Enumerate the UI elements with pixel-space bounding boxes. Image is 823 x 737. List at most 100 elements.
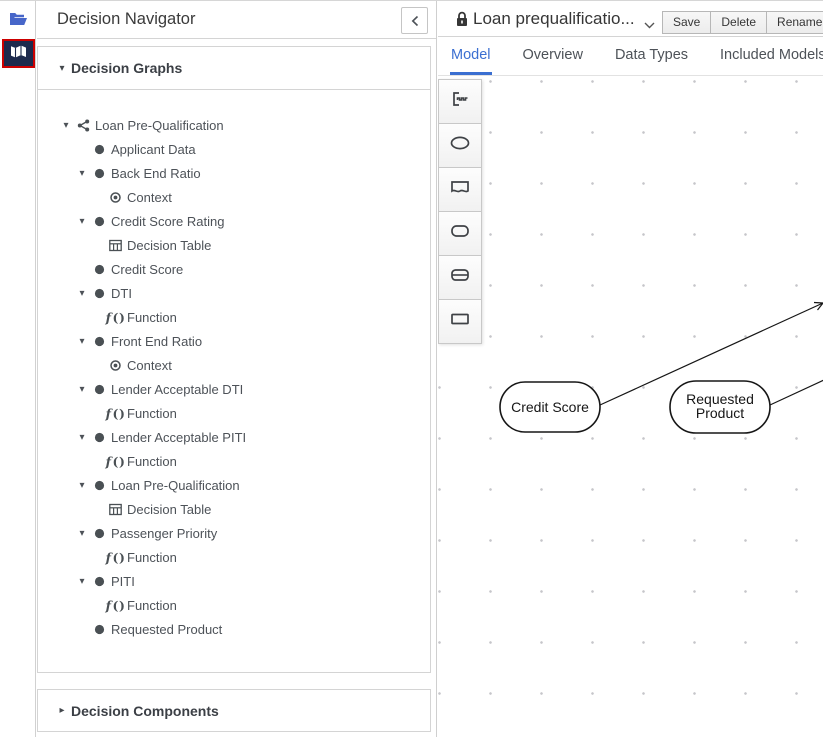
save-button[interactable]: Save [662,11,712,34]
tab-data-types[interactable]: Data Types [614,46,689,63]
palette-text-annotation-button[interactable] [438,79,482,124]
panel-title: Decision Navigator [57,10,196,28]
tree-item-label: Credit Score [111,261,184,277]
tree-item[interactable]: Context [38,353,430,377]
project-explorer-button[interactable] [0,7,36,37]
map-icon [10,44,27,64]
tree-item[interactable]: f()Function [38,449,430,473]
tree-item-label: Credit Score Rating [111,213,225,229]
asset-actions: SaveDeleteRenameCopy [662,11,823,34]
tree-item-label: Decision Table [127,501,212,517]
caret-down-icon[interactable]: ▾ [79,575,85,587]
circle-icon [93,575,106,588]
tree-item[interactable]: f()Function [38,401,430,425]
tree-item-label: PITI [111,573,135,589]
circle-icon [93,287,106,300]
circle-icon [93,479,106,492]
tree-item[interactable]: ▾ Loan Pre-Qualification [38,473,430,497]
text-annotation-icon [447,87,473,116]
editor-tabs: Model Overview Data Types Included Models [438,37,823,76]
node-requested-product[interactable]: Requested Product [669,380,771,434]
decision-navigator-button[interactable] [2,39,35,68]
knowledge-source-icon [447,175,473,204]
decision-navigator-panel: Decision Navigator ▾ Decision Graphs ▾ Lo… [37,1,437,737]
tree-item[interactable]: f()Function [38,545,430,569]
caret-down-icon[interactable]: ▾ [79,431,85,443]
decision-graphs-section-header[interactable]: ▾ Decision Graphs [37,46,431,90]
connector-credit-score[interactable] [599,301,823,406]
delete-button[interactable]: Delete [710,11,768,34]
palette-decision-button[interactable] [438,299,482,344]
chevron-down-icon[interactable] [644,16,655,34]
tab-overview[interactable]: Overview [522,46,583,63]
decision-table-icon [109,239,122,252]
tree-item-label: Applicant Data [111,141,196,157]
caret-down-icon[interactable]: ▾ [79,287,85,299]
palette-business-knowledge-model-button[interactable] [438,211,482,256]
decision-service-icon [447,263,473,292]
tree-item-label: Requested Product [111,621,223,637]
tree-item[interactable]: f()Function [38,593,430,617]
collapse-panel-button[interactable] [401,7,428,34]
node-label: Credit Score [511,399,589,415]
tree-item[interactable]: ▾ Passenger Priority [38,521,430,545]
palette-knowledge-source-button[interactable] [438,167,482,212]
palette-input-data-button[interactable] [438,123,482,168]
tree-item[interactable]: Decision Table [38,233,430,257]
tree-item[interactable]: ▾DTI [38,281,430,305]
tree-item[interactable]: ▾Loan Pre-Qualification [38,113,430,137]
circle-icon [93,383,106,396]
tab-included-models[interactable]: Included Models [720,46,823,63]
caret-down-icon[interactable]: ▾ [63,119,69,131]
circle-icon [93,143,106,156]
decision-icon [447,307,473,336]
navigator-header: Decision Navigator [37,1,436,39]
decision-components-section-header[interactable]: ▸ Decision Components [37,689,431,732]
tree-item[interactable]: ▾ Credit Score Rating [38,209,430,233]
tree-item[interactable]: Requested Product [38,617,430,641]
circle-icon [93,167,106,180]
caret-down-icon[interactable]: ▾ [79,167,85,179]
tree-item[interactable]: Applicant Data [38,137,430,161]
caret-down-icon[interactable]: ▾ [79,383,85,395]
tree-item-label: Loan Pre-Qualification [111,477,240,493]
decision-table-icon [109,503,122,516]
circle-icon [93,527,106,540]
function-icon: f() [105,453,126,469]
asset-title: Loan prequalificatio... [473,9,635,28]
tree-item[interactable]: ▾ PITI [38,569,430,593]
tree-item-label: Lender Acceptable DTI [111,381,244,397]
tree-item[interactable]: Credit Score [38,257,430,281]
node-credit-score[interactable]: Credit Score [499,381,601,433]
tree-item[interactable]: Context [38,185,430,209]
caret-down-icon[interactable]: ▾ [79,215,85,227]
circle-icon [93,431,106,444]
tree-item[interactable]: ▾Lender Acceptable PITI [38,425,430,449]
tree-item-label: Function [127,549,177,565]
caret-down-icon[interactable]: ▾ [79,335,85,347]
caret-right-icon: ▸ [59,705,65,716]
connector-requested-product[interactable] [769,379,823,406]
caret-down-icon[interactable]: ▾ [79,479,85,491]
left-rail [0,1,36,737]
function-icon: f() [105,405,126,421]
circle-icon [93,623,106,636]
circle-icon [93,335,106,348]
tree-item-label: Context [127,357,172,373]
palette-decision-service-button[interactable] [438,255,482,300]
dmn-canvas[interactable]: Credit Score Requested Product [438,77,823,737]
share-icon [77,119,90,132]
tree-item[interactable]: ▾Back End Ratio [38,161,430,185]
rename-button[interactable]: Rename [766,11,823,34]
tree-item[interactable]: f()Function [38,305,430,329]
circle-icon [93,215,106,228]
tree-item[interactable]: ▾ Lender Acceptable DTI [38,377,430,401]
tree-item[interactable]: ▾Front End Ratio [38,329,430,353]
function-icon: f() [105,597,126,613]
tab-model[interactable]: Model [450,37,492,75]
tree-item[interactable]: Decision Table [38,497,430,521]
tree-item-label: Passenger Priority [111,525,218,541]
caret-down-icon[interactable]: ▾ [79,527,85,539]
